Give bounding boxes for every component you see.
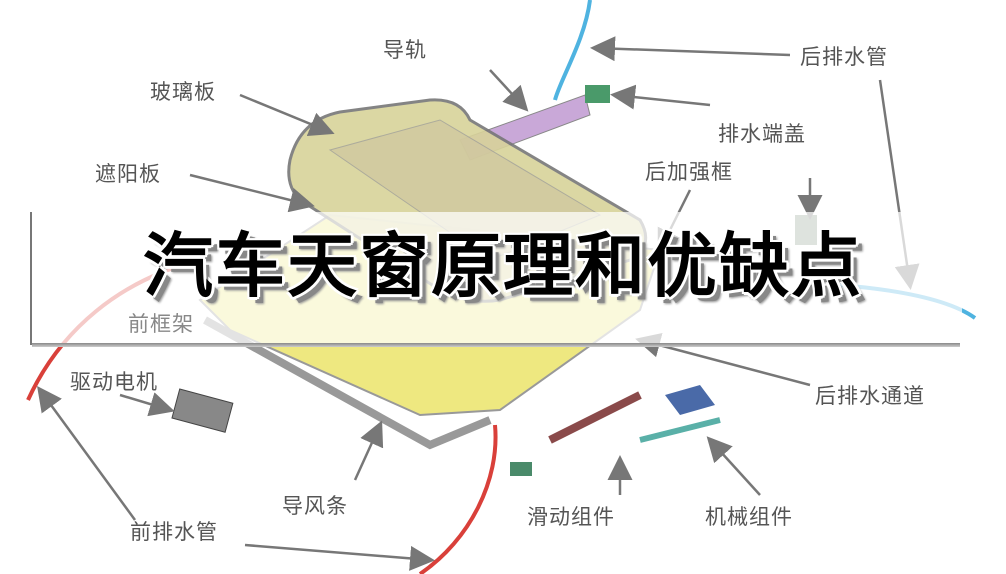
leader-arrows xyxy=(37,36,920,571)
bracket-shape xyxy=(665,385,715,415)
label-sliding-assembly: 滑动组件 xyxy=(527,505,615,529)
label-drive-motor: 驱动电机 xyxy=(70,370,158,394)
drain-end-cap-shape xyxy=(585,85,610,103)
title-band xyxy=(30,212,962,345)
label-sunshade: 遮阳板 xyxy=(95,162,161,186)
page-title: 汽车天窗原理和优缺点 xyxy=(143,225,863,307)
label-rear-drain-pipe: 后排水管 xyxy=(800,45,888,69)
slider-part-shape xyxy=(510,462,532,476)
label-wind-deflector: 导风条 xyxy=(282,494,348,518)
label-rear-drain-channel: 后排水通道 xyxy=(815,384,925,408)
mechanical-assembly-shape xyxy=(639,417,721,443)
label-front-drain-pipe: 前排水管 xyxy=(130,520,218,544)
label-glass-panel: 玻璃板 xyxy=(150,80,216,104)
label-front-frame: 前框架 xyxy=(128,312,194,336)
title-underline xyxy=(32,343,960,347)
wind-deflector xyxy=(203,316,492,450)
label-mechanical-assembly: 机械组件 xyxy=(705,505,793,529)
sliding-assembly-shape xyxy=(548,391,642,444)
label-drain-end-cap: 排水端盖 xyxy=(718,122,806,146)
drive-motor-shape xyxy=(171,388,234,433)
label-guide-rail: 导轨 xyxy=(383,38,427,62)
label-rear-reinforcement-frame: 后加强框 xyxy=(645,160,733,184)
